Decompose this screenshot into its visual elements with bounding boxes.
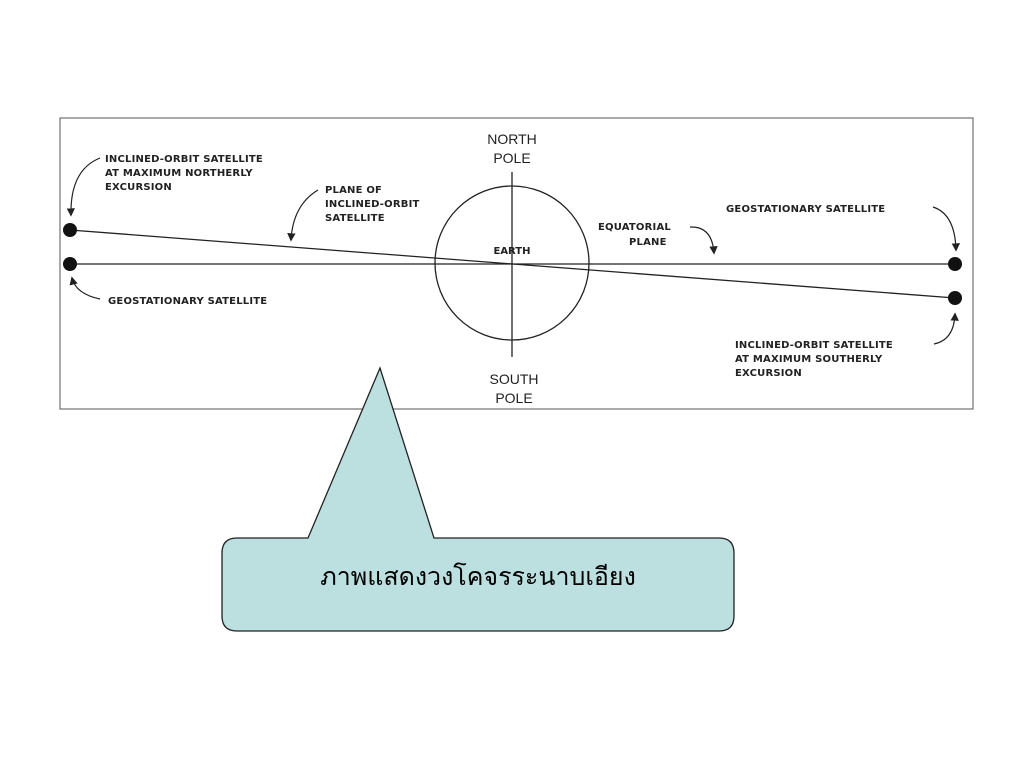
- south-pole-label-2: POLE: [495, 390, 532, 406]
- geo-right-label: GEOSTATIONARY SATELLITE: [726, 204, 885, 215]
- satellite-inclined-north: [63, 223, 77, 237]
- north-pole-label-2: POLE: [493, 150, 530, 166]
- inclined-north-label-3: EXCURSION: [105, 182, 172, 193]
- inclined-south-label-3: EXCURSION: [735, 368, 802, 379]
- plane-of-inclined-label-2: INCLINED-ORBIT: [325, 199, 420, 210]
- south-pole-label-1: SOUTH: [490, 371, 539, 387]
- equatorial-plane-label-1: EQUATORIAL: [598, 222, 671, 233]
- inclined-south-arrow: [933, 312, 959, 345]
- equatorial-plane-label-2: PLANE: [629, 237, 667, 248]
- inclined-north-label-2: AT MAXIMUM NORTHERLY: [105, 168, 253, 179]
- equatorial-plane-arrow: [689, 226, 718, 255]
- earth-label: EARTH: [493, 246, 530, 257]
- inclined-plane-line: [69, 229, 956, 299]
- inclined-south-label-1: INCLINED-ORBIT SATELLITE: [735, 340, 893, 351]
- satellite-geostationary-left: [63, 257, 77, 271]
- callout-text: ภาพแสดงวงโคจรระนาบเอียง: [320, 562, 636, 591]
- north-pole-label-1: NORTH: [487, 131, 537, 147]
- inclined-south-label-2: AT MAXIMUM SOUTHERLY: [735, 354, 883, 365]
- inclined-north-label-1: INCLINED-ORBIT SATELLITE: [105, 154, 263, 165]
- plane-of-inclined-arrow: [287, 189, 319, 242]
- plane-of-inclined-label-1: PLANE OF: [325, 185, 382, 196]
- callout-bubble: [221, 366, 735, 632]
- geo-left-arrow: [69, 276, 101, 300]
- satellite-geostationary-right: [948, 257, 962, 271]
- geo-left-label: GEOSTATIONARY SATELLITE: [108, 296, 267, 307]
- plane-of-inclined-label-3: SATELLITE: [325, 213, 385, 224]
- inclined-north-arrow: [66, 157, 101, 217]
- geo-right-arrow: [932, 206, 961, 252]
- satellite-inclined-south: [948, 291, 962, 305]
